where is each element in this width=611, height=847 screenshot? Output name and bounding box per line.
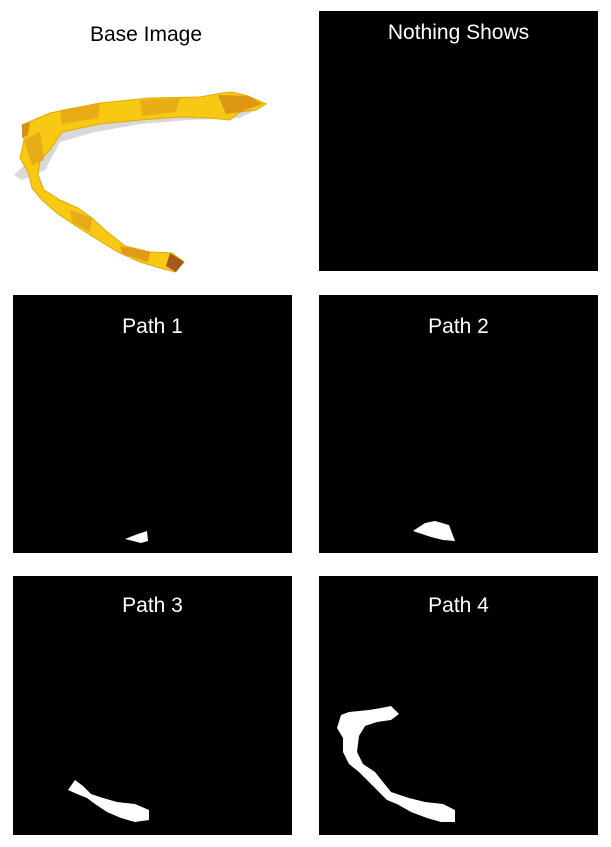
path-1-mask — [125, 531, 148, 543]
path-4-panel: Path 4 — [319, 576, 598, 835]
mask-shape — [413, 521, 455, 541]
mask-shape — [337, 706, 455, 822]
ribbon-facet — [70, 210, 92, 232]
path-3-panel: Path 3 — [13, 576, 292, 835]
path-1-panel: Path 1 — [13, 295, 292, 553]
ribbon-body — [19, 91, 268, 273]
path-2-panel: Path 2 — [319, 295, 598, 553]
path-3-mask — [68, 780, 149, 822]
mask-shape — [68, 780, 149, 822]
path-4-mask — [337, 706, 455, 822]
path-2-mask — [413, 521, 455, 541]
panel-title: Path 4 — [428, 594, 489, 617]
panel-title: Nothing Shows — [387, 21, 530, 44]
panel-title: Path 1 — [122, 315, 183, 338]
panel-title: Base Image — [89, 23, 203, 46]
nothing-shows-panel: Nothing Shows — [319, 11, 598, 271]
ribbon-facet — [120, 246, 150, 262]
base-image-panel: Base Image — [0, 0, 292, 275]
panel-title: Path 2 — [428, 315, 489, 338]
ribbon-facet — [24, 132, 44, 165]
ribbon-tip — [22, 122, 30, 138]
ribbon-facet — [218, 95, 262, 114]
yellow-ribbon-image — [14, 91, 268, 273]
ribbon-facet — [140, 98, 180, 116]
panel-title: Path 3 — [122, 594, 183, 617]
ribbon-tip — [166, 253, 184, 272]
ribbon-facet — [60, 103, 100, 124]
mask-shape — [125, 531, 148, 543]
